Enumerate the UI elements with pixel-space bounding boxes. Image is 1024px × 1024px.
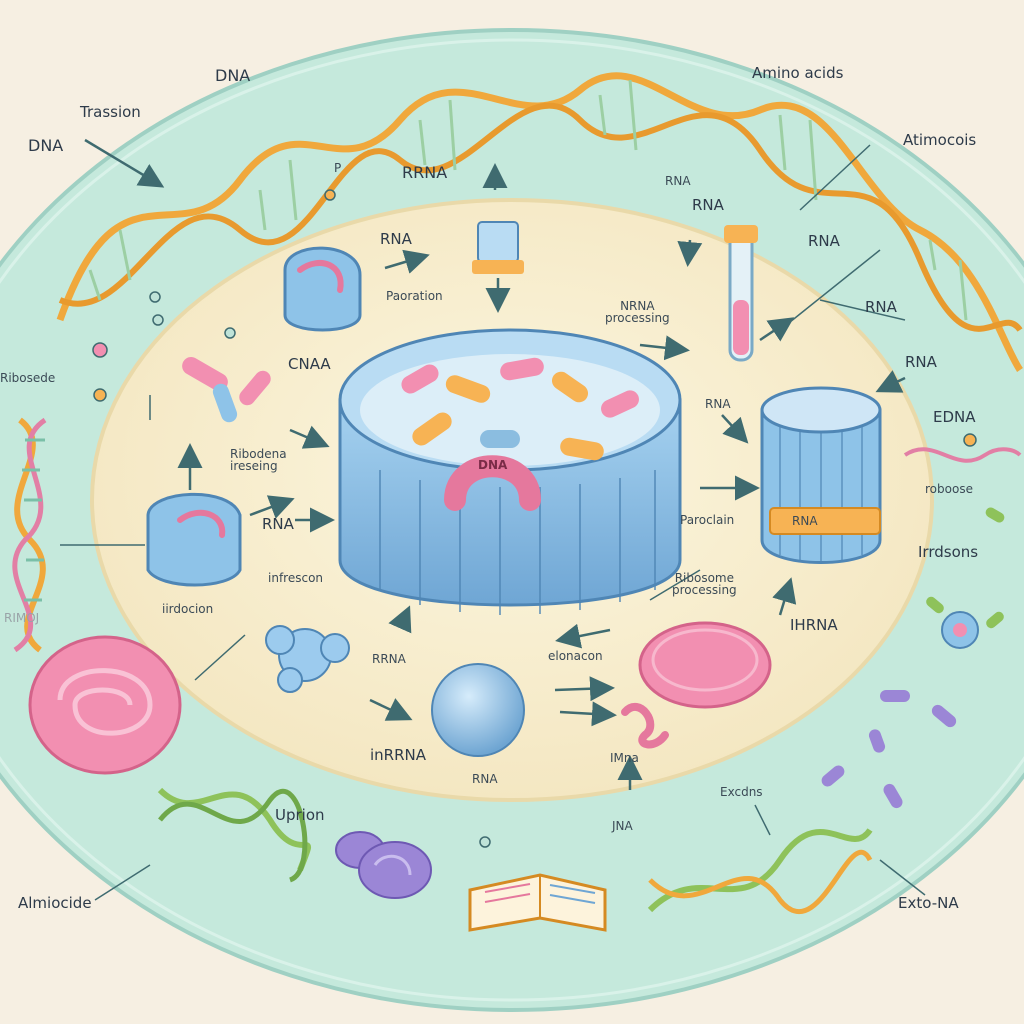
- mitochondrion-left: [28, 635, 182, 775]
- rna-fragments-left: [182, 357, 271, 423]
- organelle-left-upper: [283, 246, 362, 332]
- label-atimocois: Atimocois: [903, 131, 977, 149]
- small-molecule-dots: [92, 189, 977, 848]
- label-trassion: Trassion: [80, 103, 141, 121]
- label-elonacon: elonacon: [548, 649, 603, 663]
- label-jna: JNA: [612, 819, 633, 833]
- protein-blob: [265, 625, 350, 693]
- label-iirdocion: iirdocion: [162, 602, 214, 616]
- label-rrna-low: RRNA: [372, 652, 406, 666]
- test-tube: [724, 225, 758, 362]
- label-exto-na: Exto-NA: [898, 894, 959, 912]
- label-rna-bottom: RNA: [472, 772, 498, 786]
- label-ribodena: Ribodena ireseing: [230, 447, 287, 473]
- dna-helix-left: [12, 417, 47, 653]
- label-cnaa: CNAA: [288, 355, 331, 373]
- purple-cluster: [335, 831, 432, 899]
- label-edna: EDNA: [933, 408, 976, 426]
- label-rna-mid-left: RNA: [262, 515, 294, 533]
- rna-worm: [621, 702, 669, 749]
- label-inrrna: inRRNA: [370, 746, 427, 764]
- dna-helix-bottom-right: [647, 828, 873, 914]
- label-infrescon: infrescon: [268, 571, 324, 585]
- label-uprion: Uprion: [275, 806, 325, 824]
- molecules-right: [821, 507, 1005, 809]
- open-book: [468, 873, 607, 932]
- label-rimo: RIMOJ: [4, 611, 40, 625]
- label-imna: IMna: [610, 751, 639, 765]
- label-amino-acids: Amino acids: [752, 64, 844, 82]
- label-rna-box: RNA: [792, 514, 818, 528]
- rna-strand-right: [903, 447, 1022, 463]
- label-rna-right-low: RNA: [905, 353, 937, 371]
- label-ihrna: IHRNA: [790, 616, 838, 634]
- label-rna-center-right: RNA: [705, 397, 731, 411]
- label-paoration: Paoration: [386, 289, 443, 303]
- dna-helix-top: [56, 72, 1023, 372]
- nucleus-cylinder: [338, 328, 682, 615]
- label-ribosome-processing: Ribosome processing: [672, 571, 737, 597]
- vial-top: [472, 221, 524, 274]
- ribosome-stack: [760, 386, 882, 564]
- label-dna-left: DNA: [28, 136, 64, 155]
- label-dna-top: DNA: [215, 66, 251, 85]
- label-rna-inner-top: RNA: [380, 230, 412, 248]
- label-excdns: Excdns: [720, 785, 763, 799]
- label-p-small: P: [334, 161, 342, 175]
- label-paroclain: Paroclain: [680, 513, 735, 527]
- label-almiocide: Almiocide: [18, 894, 92, 912]
- label-rna-right-mid: RNA: [865, 298, 897, 316]
- label-rrna-top: RRNA: [402, 163, 448, 182]
- label-dna-pill: DNA: [478, 458, 508, 472]
- pink-disc-right: [638, 621, 772, 709]
- label-rna-top-small: RNA: [665, 174, 691, 188]
- label-nrna-processing: NRNA processing: [605, 299, 670, 325]
- organelle-left-lower: [146, 492, 242, 587]
- label-roboose: roboose: [925, 482, 973, 496]
- label-ribosede: Ribosede: [0, 371, 56, 385]
- dna-helix-bottom-left: [157, 787, 311, 883]
- vesicle-sphere: [431, 663, 525, 757]
- label-rna-tube: RNA: [692, 196, 724, 214]
- label-rna-right-outer: RNA: [808, 232, 840, 250]
- leader-lines: [60, 144, 926, 901]
- flow-arrows: [84, 138, 906, 790]
- label-irrdsons: Irrdsons: [918, 543, 979, 561]
